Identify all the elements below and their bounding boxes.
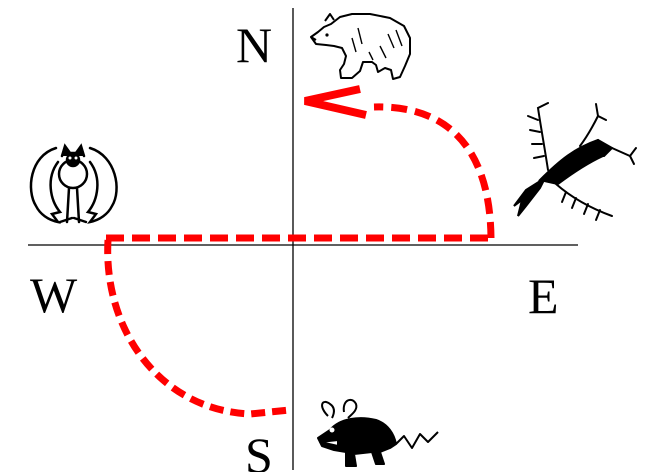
west-label: W [30, 267, 78, 323]
owl-icon [29, 143, 118, 224]
bird-icon [513, 102, 637, 221]
path-west-arc-to-south [104, 239, 291, 418]
east-label: E [528, 268, 559, 324]
path-arrow [104, 85, 495, 418]
polar-bear-icon [310, 13, 411, 80]
arrowhead [304, 85, 367, 119]
mouse-icon [317, 398, 439, 467]
north-label: N [236, 17, 272, 73]
south-label: S [245, 427, 273, 472]
path-east-arc-to-north [373, 103, 495, 239]
